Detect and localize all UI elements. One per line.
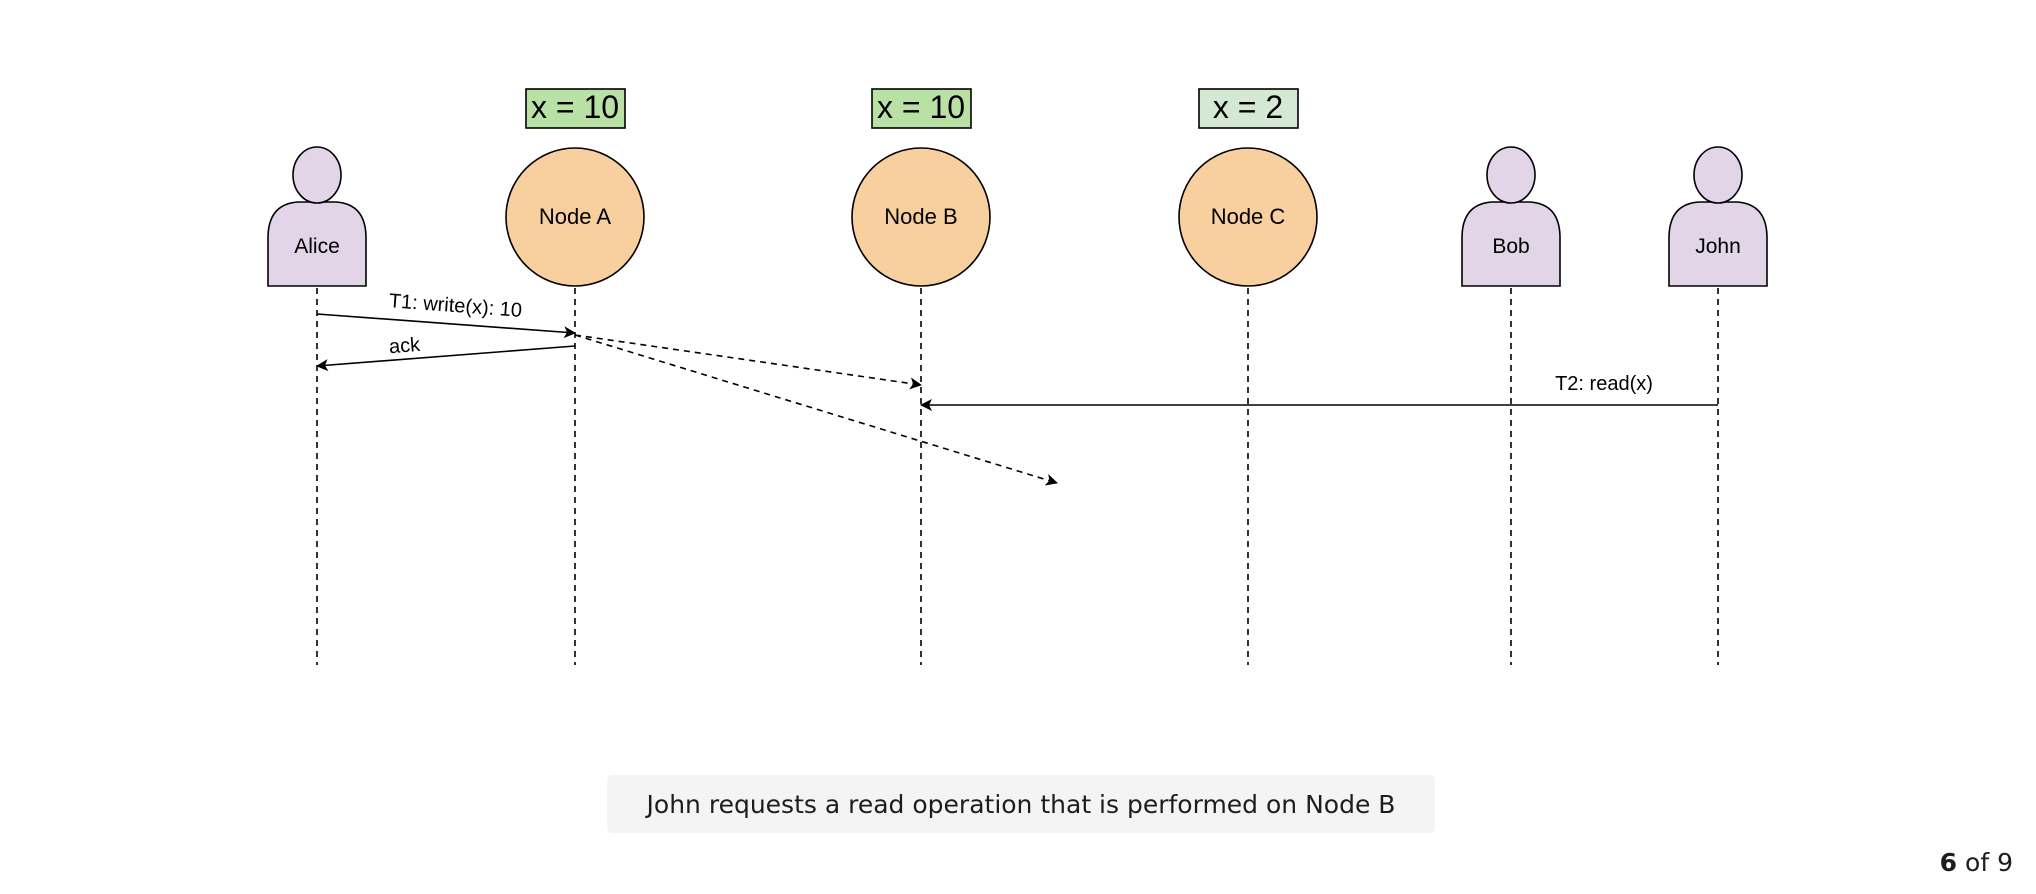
node-a-label: Node A [539,204,611,229]
actor-bob: Bob [1461,146,1561,287]
node-c-value: x = 2 [1213,89,1283,125]
actor-john-body [1668,201,1768,287]
replicate-c-arrow [574,334,1058,486]
actor-alice: Alice [267,146,367,287]
node-b-value-box [871,88,972,129]
slide-counter: 6 of 9 [1940,848,2013,877]
node-b: x = 10 Node B [851,88,991,287]
message-t1-write: T1: write(x): 10 [316,290,576,339]
node-c-label: Node C [1211,204,1286,229]
node-b-circle [851,147,991,287]
node-a-value: x = 10 [531,89,619,125]
lifelines [316,288,1719,665]
message-replicate-c [574,334,1058,486]
slide-total: 9 [1997,848,2013,877]
slide-current: 6 [1939,848,1958,877]
node-c: x = 2 Node C [1178,88,1318,287]
actor-alice-label: Alice [294,235,340,258]
node-c-circle [1178,147,1318,287]
node-b-value: x = 10 [877,89,965,125]
t2-read-label: T2: read(x) [1555,373,1653,395]
replicate-b-arrow [574,334,922,390]
message-ack: ack [316,334,576,372]
node-a: x = 10 Node A [505,88,645,287]
actor-bob-head [1486,146,1536,204]
actor-bob-body [1461,201,1561,287]
actor-john-head [1693,146,1743,204]
node-a-circle [505,147,645,287]
actor-alice-head [292,146,342,204]
slide-of-label: of [1965,848,1990,877]
actor-john-label: John [1695,235,1741,258]
node-a-value-box [525,88,626,129]
actor-bob-label: Bob [1492,235,1529,258]
actor-john: John [1668,146,1768,287]
ack-arrow [316,345,576,372]
message-replicate-b [574,334,922,390]
node-c-value-box [1198,88,1299,129]
node-b-label: Node B [884,204,957,229]
t1-write-label: T1: write(x): 10 [388,290,523,322]
t1-write-arrow [316,313,576,339]
slide-caption: John requests a read operation that is p… [607,775,1435,833]
sequence-diagram: Alice Bob John x = 10 Node A x = 10 Node… [267,88,1768,665]
ack-label: ack [388,334,422,358]
message-t2-read: T2: read(x) [920,373,1718,411]
actor-alice-body [267,201,367,287]
